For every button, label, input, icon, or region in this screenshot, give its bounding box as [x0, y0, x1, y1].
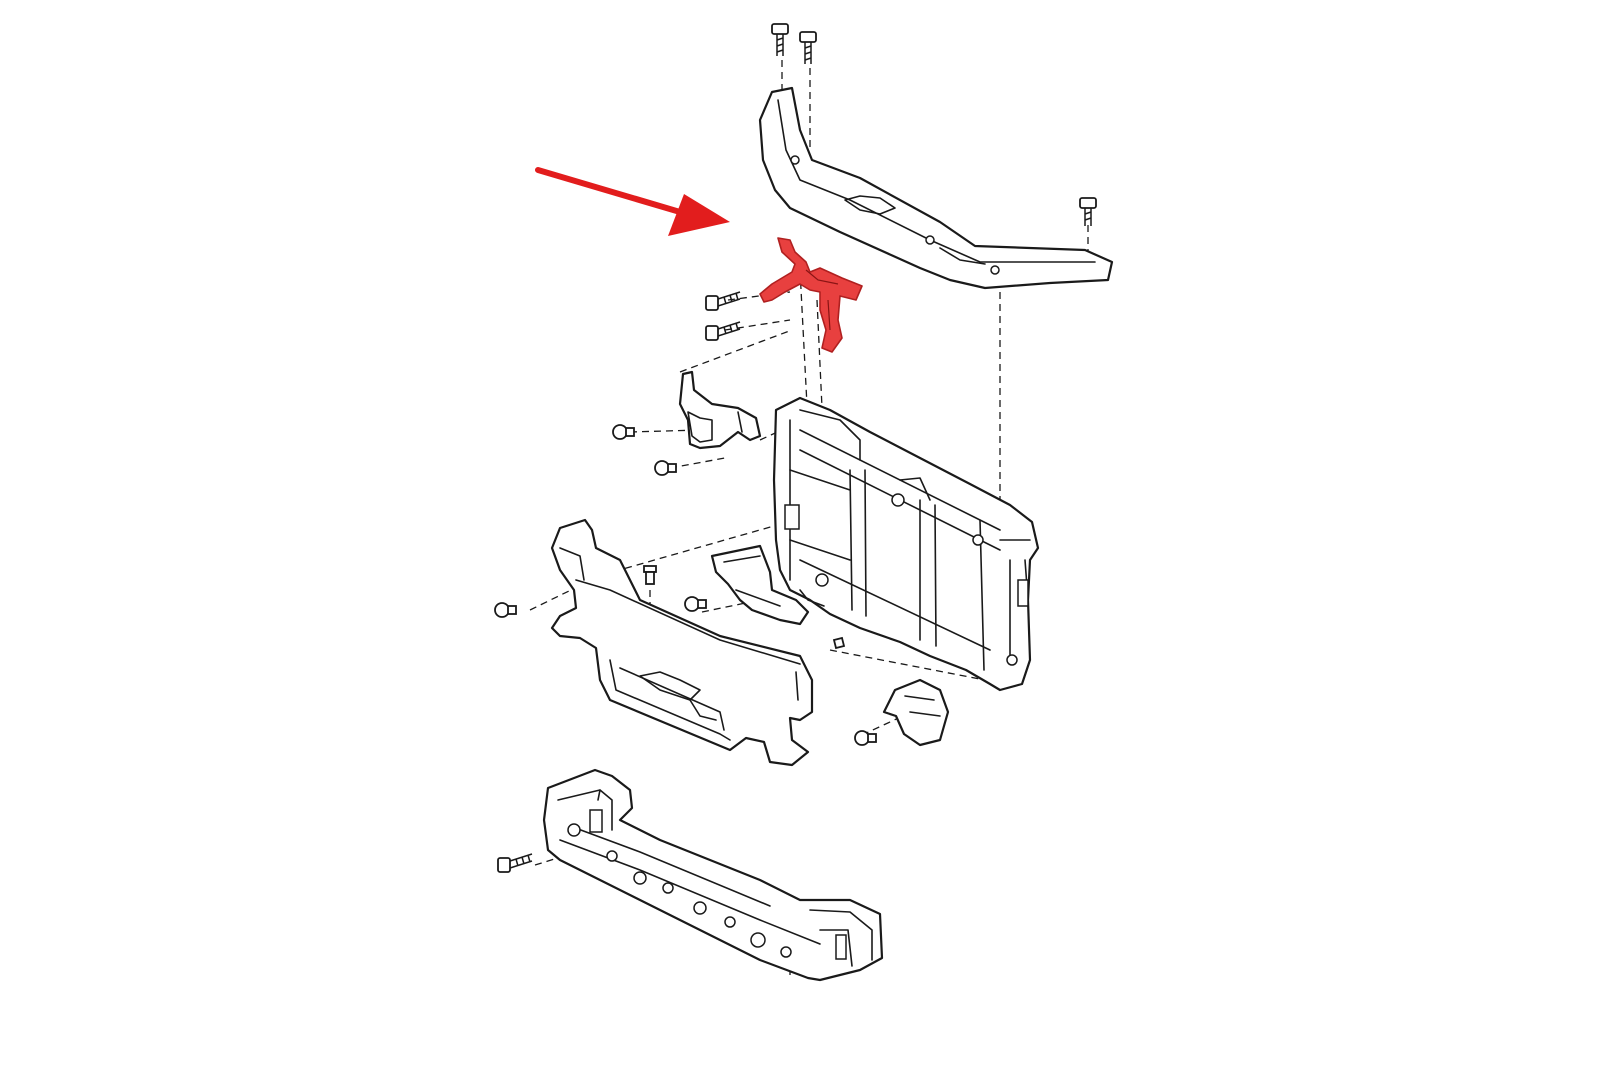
clip-6 — [854, 730, 877, 746]
bolt-left-lower — [497, 853, 533, 873]
bolt-top-2 — [799, 31, 817, 64]
left-side-bracket — [678, 370, 762, 450]
clip-4 — [643, 565, 657, 585]
clip-3 — [494, 602, 517, 618]
clip-5 — [684, 596, 707, 612]
bumper-reinforcement — [542, 768, 884, 982]
clip-7 — [832, 636, 846, 650]
bolt-top-1 — [771, 23, 789, 56]
center-hood-latch-bracket — [759, 237, 863, 353]
bolt-mid-1 — [705, 291, 741, 311]
air-guide-left — [710, 544, 810, 626]
bolt-right — [1079, 197, 1097, 226]
pointer-arrow — [535, 167, 730, 236]
upper-tie-bar — [758, 86, 1114, 290]
clip-2 — [654, 460, 677, 476]
lower-air-deflector — [550, 518, 814, 767]
air-guide-right — [882, 678, 950, 747]
bolt-mid-2 — [705, 321, 741, 341]
clip-1 — [612, 424, 635, 440]
radiator-core-support — [772, 396, 1040, 692]
